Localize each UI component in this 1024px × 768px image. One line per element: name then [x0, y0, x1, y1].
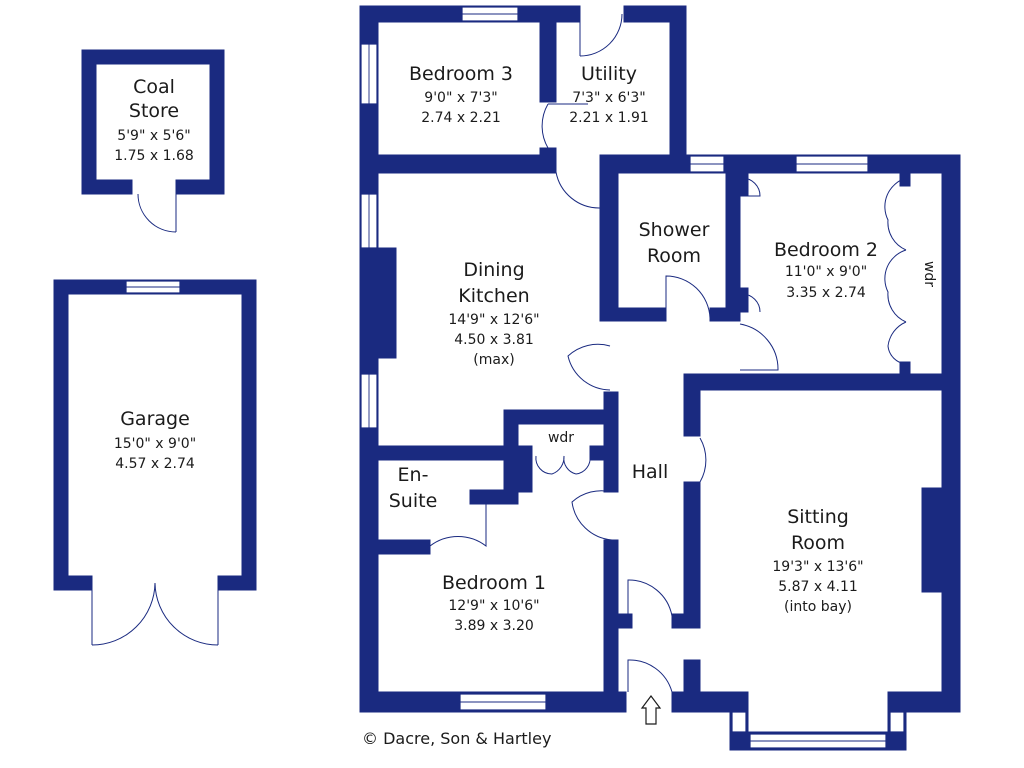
garage-metric: 4.57 x 2.74 — [115, 456, 195, 472]
bedroom3-label: Bedroom 3 9'0" x 7'3" 2.74 x 2.21 — [409, 63, 513, 126]
bedroom2-label: Bedroom 2 11'0" x 9'0" 3.35 x 2.74 wdr — [774, 239, 937, 301]
garage-label: Garage 15'0" x 9'0" 4.57 x 2.74 — [114, 408, 196, 472]
bedroom2-name: Bedroom 2 — [774, 239, 878, 261]
dining-kitchen-label: Dining Kitchen 14'9" x 12'6" 4.50 x 3.81… — [448, 259, 539, 368]
bedroom1-metric: 3.89 x 3.20 — [454, 618, 534, 634]
bedroom2-imperial: 11'0" x 9'0" — [785, 264, 867, 280]
coal-store-label: Coal Store 5'9" x 5'6" 1.75 x 1.68 — [114, 76, 194, 164]
hall-label: Hall — [632, 461, 669, 483]
bedroom1-label: Bedroom 1 12'9" x 10'6" 3.89 x 3.20 — [442, 572, 546, 634]
bedroom3-imperial: 9'0" x 7'3" — [424, 90, 497, 106]
ensuite-label: En- Suite — [389, 464, 438, 512]
shower-room-name-1: Shower — [639, 219, 710, 241]
garage-name: Garage — [120, 408, 190, 430]
coal-store-imperial: 5'9" x 5'6" — [117, 128, 190, 144]
ensuite-name-2: Suite — [389, 490, 438, 512]
dining-kitchen-imperial: 14'9" x 12'6" — [448, 312, 539, 328]
utility-metric: 2.21 x 1.91 — [569, 110, 649, 126]
ensuite-name-1: En- — [398, 464, 429, 486]
shower-room-label: Shower Room — [639, 219, 710, 267]
coal-store — [81, 49, 225, 233]
bedroom3-name: Bedroom 3 — [409, 63, 513, 85]
sitting-room-note: (into bay) — [784, 599, 852, 615]
dining-kitchen-note: (max) — [473, 352, 514, 368]
sitting-room-imperial: 19'3" x 13'6" — [772, 559, 863, 575]
utility-imperial: 7'3" x 6'3" — [572, 90, 645, 106]
hall-wardrobe-label: wdr — [548, 430, 574, 446]
coal-store-name-2: Store — [129, 100, 179, 122]
bedroom3-metric: 2.74 x 2.21 — [421, 110, 501, 126]
entrance-arrow-icon — [640, 695, 662, 725]
dining-kitchen-metric: 4.50 x 3.81 — [454, 332, 534, 348]
sitting-room-metric: 5.87 x 4.11 — [778, 579, 858, 595]
bedroom1-name: Bedroom 1 — [442, 572, 546, 594]
garage-imperial: 15'0" x 9'0" — [114, 436, 196, 452]
utility-label: Utility 7'3" x 6'3" 2.21 x 1.91 — [569, 63, 649, 126]
garage — [53, 279, 257, 646]
coal-store-metric: 1.75 x 1.68 — [114, 148, 194, 164]
doors — [429, 13, 907, 693]
bedroom1-imperial: 12'9" x 10'6" — [448, 598, 539, 614]
dining-kitchen-name-2: Kitchen — [458, 285, 529, 307]
utility-name: Utility — [581, 63, 637, 85]
dining-kitchen-name-1: Dining — [463, 259, 524, 281]
copyright-text: © Dacre, Son & Hartley — [362, 729, 551, 748]
sitting-room-label: Sitting Room 19'3" x 13'6" 5.87 x 4.11 (… — [772, 506, 863, 615]
shower-room-name-2: Room — [647, 245, 701, 267]
sitting-room-name-1: Sitting — [787, 506, 849, 528]
bedroom2-wardrobe: wdr — [921, 261, 937, 287]
coal-store-name-1: Coal — [133, 76, 175, 98]
sitting-room-name-2: Room — [791, 532, 845, 554]
bedroom2-metric: 3.35 x 2.74 — [786, 285, 866, 301]
windows — [360, 6, 905, 749]
